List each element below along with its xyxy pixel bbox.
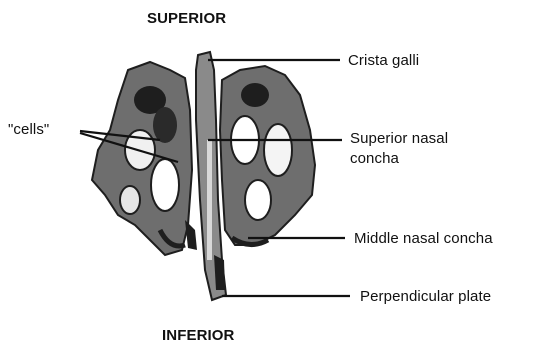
superior-label: SUPERIOR [147,10,226,28]
inferior-label: INFERIOR [162,327,234,345]
superior-nasal-concha-label-line2: concha [350,150,399,168]
cells-label: "cells" [8,121,49,139]
left-ethmoid-labyrinth [92,62,192,255]
crista-galli-label: Crista galli [348,52,419,70]
right-ethmoid-labyrinth [220,66,315,245]
superior-nasal-concha-label-line1: Superior nasal [350,130,448,148]
perpendicular-plate-label: Perpendicular plate [360,288,491,306]
middle-nasal-concha-label: Middle nasal concha [354,230,493,248]
